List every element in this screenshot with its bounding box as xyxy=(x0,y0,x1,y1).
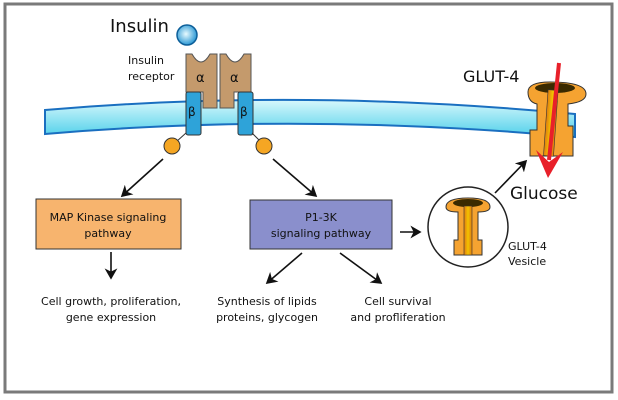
receptor-label-line1: Insulin xyxy=(128,54,164,67)
glut4-in-vesicle-icon xyxy=(445,197,491,256)
glucose-entry-arrow xyxy=(536,62,563,178)
alpha-subunit-left: α xyxy=(185,53,218,109)
vesicle-label-line1: GLUT-4 xyxy=(508,240,547,253)
arrow-to-synthesis xyxy=(265,252,303,285)
beta-subunit-left: β xyxy=(185,91,202,136)
insulin-label: Insulin xyxy=(110,16,169,37)
arrow-to-membrane xyxy=(494,159,528,194)
survival-line2: and profliferation xyxy=(350,311,445,324)
pathway-arrows xyxy=(104,158,528,285)
alpha-subunit-right: α xyxy=(219,53,252,109)
beta-subunit-right: β xyxy=(237,91,254,136)
arrow-to-pi3k xyxy=(272,158,318,198)
arrow-to-survival xyxy=(339,252,383,284)
pi3k-line1: P1-3K xyxy=(305,211,338,224)
pi3k-box xyxy=(249,199,393,250)
receptor-label-line2: receptor xyxy=(128,70,175,83)
cell-growth-line2: gene expression xyxy=(66,311,156,324)
map-kinase-box xyxy=(35,198,182,250)
insulin-molecule xyxy=(176,24,198,46)
frame-border xyxy=(3,2,614,394)
arrow-to-map xyxy=(120,158,164,198)
map-kinase-line1: MAP Kinase signaling xyxy=(50,211,167,224)
synthesis-line2: proteins, glycogen xyxy=(216,311,318,324)
synthesis-line1: Synthesis of lipids xyxy=(217,295,317,308)
alpha-label: α xyxy=(230,71,239,86)
phosphate-group-left xyxy=(163,137,181,155)
pi3k-line2: signaling pathway xyxy=(271,227,372,240)
glucose-label: Glucose xyxy=(510,184,578,204)
cell-growth-line1: Cell growth, proliferation, xyxy=(41,295,181,308)
beta-label: β xyxy=(240,105,248,119)
map-kinase-line2: pathway xyxy=(84,227,132,240)
survival-line1: Cell survival xyxy=(364,295,431,308)
phosphate-group-right xyxy=(255,137,273,155)
vesicle-label-line2: Vesicle xyxy=(508,255,546,268)
beta-label: β xyxy=(188,105,196,119)
alpha-label: α xyxy=(196,71,205,86)
glut4-label: GLUT-4 xyxy=(463,67,519,86)
